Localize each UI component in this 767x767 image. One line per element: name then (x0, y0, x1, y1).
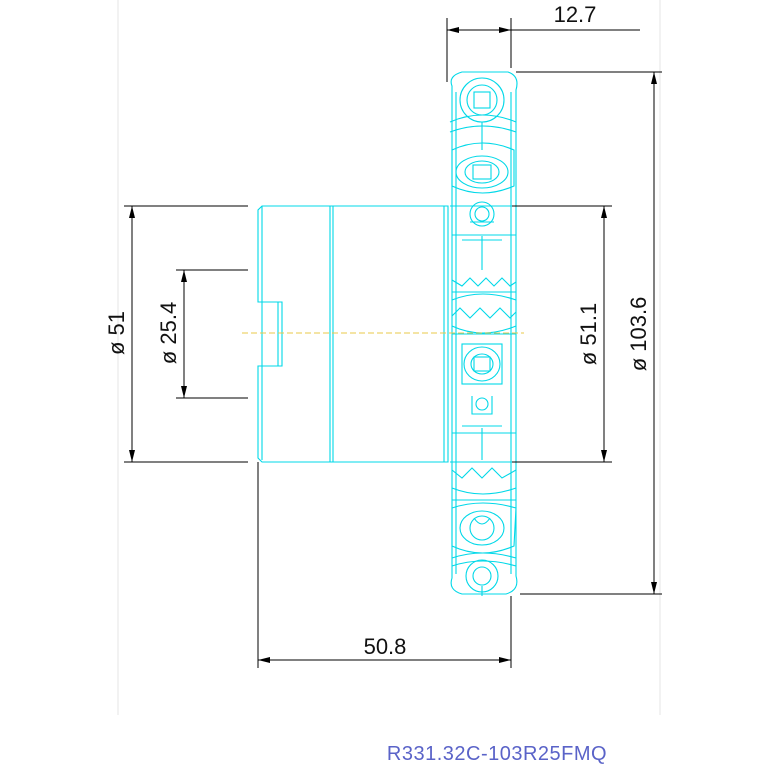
part-number: R331.32C-103R25FMQ (387, 743, 607, 765)
dim-cutting-diameter: ø 103.6 (626, 297, 651, 372)
dimension-arrows (129, 27, 657, 663)
sheet-border (117, 0, 661, 715)
dim-flange-width: 12.7 (554, 2, 597, 27)
dim-outer-diameter: ø 51 (104, 311, 129, 355)
dimension-lines (124, 9, 662, 668)
cutter-body (257, 205, 449, 463)
dim-body-diameter: ø 51.1 (576, 303, 601, 365)
cutter-head (449, 71, 518, 596)
dim-bore-diameter: ø 25.4 (156, 302, 181, 364)
dim-total-length: 50.8 (364, 634, 407, 659)
